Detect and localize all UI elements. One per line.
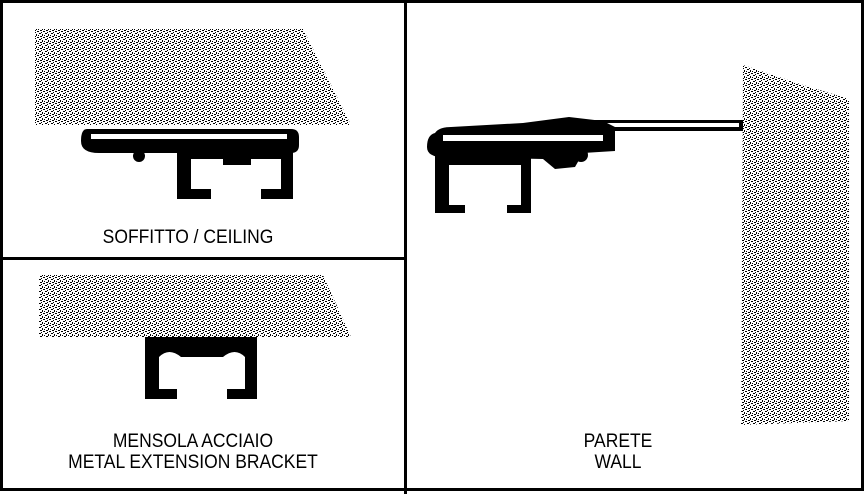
bracket-label-line1: MENSOLA ACCIAIO <box>112 431 274 452</box>
diagram-artwork <box>35 29 849 425</box>
panel-divider-horizontal <box>3 257 405 260</box>
bracket-panel-art <box>39 275 351 399</box>
bracket-ceiling-surface <box>39 275 351 337</box>
bracket-track-profile <box>145 337 257 399</box>
wall-surface <box>741 65 849 425</box>
wall-panel-art <box>427 65 849 425</box>
wall-label-line2: WALL <box>594 452 642 473</box>
wall-track-profile <box>435 153 531 213</box>
ceiling-surface <box>35 29 351 125</box>
ceiling-panel-art <box>35 29 351 199</box>
wall-label-line1: PARETE <box>583 431 653 452</box>
ceiling-label: SOFFITTO / CEILING <box>102 227 274 248</box>
panel-divider-vertical <box>404 3 407 494</box>
bracket-label-line2: METAL EXTENSION BRACKET <box>68 452 318 473</box>
